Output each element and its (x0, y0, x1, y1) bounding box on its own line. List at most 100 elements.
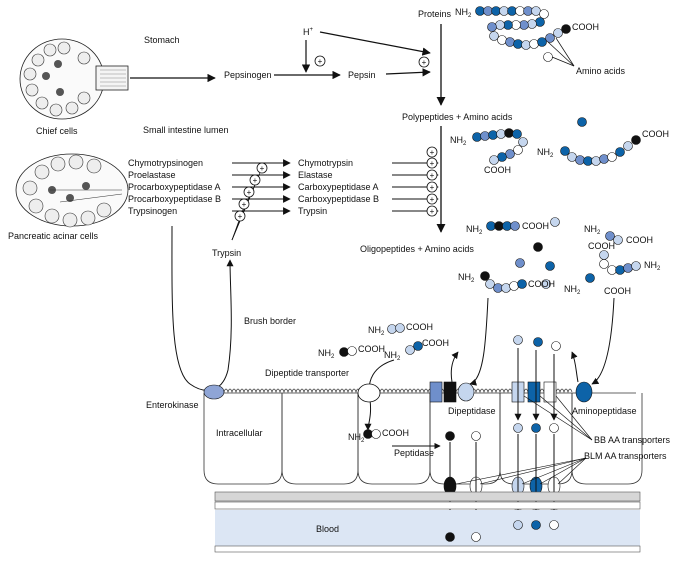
free-amino-acid (541, 279, 551, 289)
amino-acid-in-lumen (551, 341, 561, 351)
plus-sign: + (238, 212, 243, 221)
enterokinase-label: Enterokinase (146, 400, 199, 410)
free-amino-acid (545, 261, 555, 271)
plus-sign: + (430, 159, 435, 168)
cooh-label: COOH (642, 129, 669, 139)
polypeptide-chain (560, 135, 641, 166)
trypsin-product-label: Trypsin (212, 248, 241, 258)
chief-cells-gland-icon (19, 38, 129, 120)
nh2-label: NH2 (455, 7, 472, 19)
arrow-pepsin-to-main (385, 68, 431, 77)
blm-transporter-pointers (455, 457, 587, 485)
pancreatic-acinar-cells-icon (15, 153, 129, 228)
aminopeptidase-label: Aminopeptidase (572, 406, 637, 416)
stomach-label: Stomach (144, 35, 180, 45)
zymogen-procarboxypeptidase-b: Procarboxypeptidase B (128, 194, 221, 204)
cooh-label: COOH (572, 22, 599, 32)
aa-transporter (543, 381, 557, 403)
dipeptide-intracellular (371, 429, 381, 439)
arrow-oligopeptide-to-dipeptidase (469, 297, 489, 386)
plus-sign: + (260, 164, 265, 173)
polypeptide-chain (472, 128, 528, 165)
arrow-hplus-to-proteins-path (319, 31, 431, 56)
interstitial-band (214, 501, 641, 510)
pointer-amino-acid (547, 41, 575, 67)
oligopeptide-chain (480, 271, 527, 293)
dipeptide-transporter-label: Dipeptide transporter (265, 368, 349, 378)
cooh-label: COOH (422, 338, 449, 348)
pepsin-label: Pepsin (348, 70, 376, 80)
polypeptides-label: Polypeptides + Amino acids (402, 112, 513, 122)
plus-sign: + (430, 171, 435, 180)
blood-label: Blood (316, 524, 339, 534)
pancreatic-acinar-cells-label: Pancreatic acinar cells (8, 231, 99, 241)
plus-sign: + (430, 207, 435, 216)
oligopeptides-label: Oligopeptides + Amino acids (360, 244, 474, 254)
nh2-label: NH2 (644, 260, 661, 272)
free-amino-acid (585, 273, 595, 283)
nh2-label: NH2 (458, 272, 475, 284)
oligopeptide-chain (607, 261, 641, 275)
plus-circle-icon (426, 146, 438, 217)
nh2-label: NH2 (584, 224, 601, 236)
arrow-dipeptidase-release (450, 351, 459, 383)
oligopeptide-chain (599, 231, 623, 269)
zymogen-proelastase: Proelastase (128, 170, 176, 180)
aminopeptidase-enzyme (575, 381, 593, 403)
pepsinogen-label: Pepsinogen (224, 70, 272, 80)
enzyme-carboxypeptidase-b: Carboxypeptidase B (298, 194, 379, 204)
intracellular-label: Intracellular (216, 428, 263, 438)
plus-sign: + (422, 58, 427, 67)
plus-sign: + (242, 200, 247, 209)
nh2-label: NH2 (384, 350, 401, 362)
free-amino-acid (515, 258, 525, 268)
nh2-label: NH2 (368, 325, 385, 337)
enzyme-elastase: Elastase (298, 170, 333, 180)
dipeptidase-block (429, 381, 443, 403)
cooh-label: COOH (626, 235, 653, 245)
zymogen-trypsinogen: Trypsinogen (128, 206, 177, 216)
proteins-label: Proteins (418, 9, 452, 19)
plus-sign: + (318, 57, 323, 66)
amino-acid-in-lumen (513, 335, 523, 345)
amino-acid-in-blood (513, 520, 523, 530)
amino-acid-in-blood (549, 520, 559, 530)
tripeptide (387, 323, 405, 334)
aa-transporter (527, 381, 541, 403)
blm-aa-transporters-label: BLM AA transporters (584, 451, 667, 461)
dipeptidase-block (443, 381, 457, 403)
dipeptide (405, 341, 423, 355)
plus-circle-icon (314, 55, 326, 67)
pointer-amino-acid (551, 56, 575, 67)
small-intestine-lumen-label: Small intestine lumen (143, 125, 229, 135)
amino-acid-intracellular (531, 423, 541, 433)
nh2-label: NH2 (318, 348, 335, 360)
arrow-aminopeptidase-release (571, 351, 579, 383)
enzyme-chymotrypsin: Chymotrypsin (298, 158, 353, 168)
dipeptide (339, 346, 357, 357)
plus-circle-icon (234, 162, 268, 222)
cooh-label: COOH (522, 221, 549, 231)
basement-membrane (214, 491, 641, 502)
cooh-label: COOH (406, 322, 433, 332)
zymogen-chymotrypsinogen: Chymotrypsinogen (128, 158, 203, 168)
cooh-label: COOH (382, 428, 409, 438)
amino-acid-intracellular (513, 423, 523, 433)
amino-acid-in-blood (471, 532, 481, 542)
pointer-amino-acid (555, 37, 575, 67)
plus-sign: + (247, 188, 252, 197)
hplus-label: H+ (303, 27, 314, 37)
nh2-label: NH2 (348, 432, 365, 444)
arrow-oligopeptide-to-aminopeptidase (591, 297, 615, 385)
peptidase-label: Peptidase (394, 448, 434, 458)
bb-aa-transporters-label: BB AA transporters (594, 435, 671, 445)
dipeptide-transporter (357, 383, 381, 403)
protein-chain (475, 6, 571, 62)
dipeptidase-label: Dipeptidase (448, 406, 496, 416)
vessel-wall (214, 545, 641, 553)
enzyme-carboxypeptidase-a: Carboxypeptidase A (298, 182, 379, 192)
nh2-label: NH2 (466, 224, 483, 236)
oligopeptide-chain (486, 217, 560, 231)
brush-border-label: Brush border (244, 316, 296, 326)
